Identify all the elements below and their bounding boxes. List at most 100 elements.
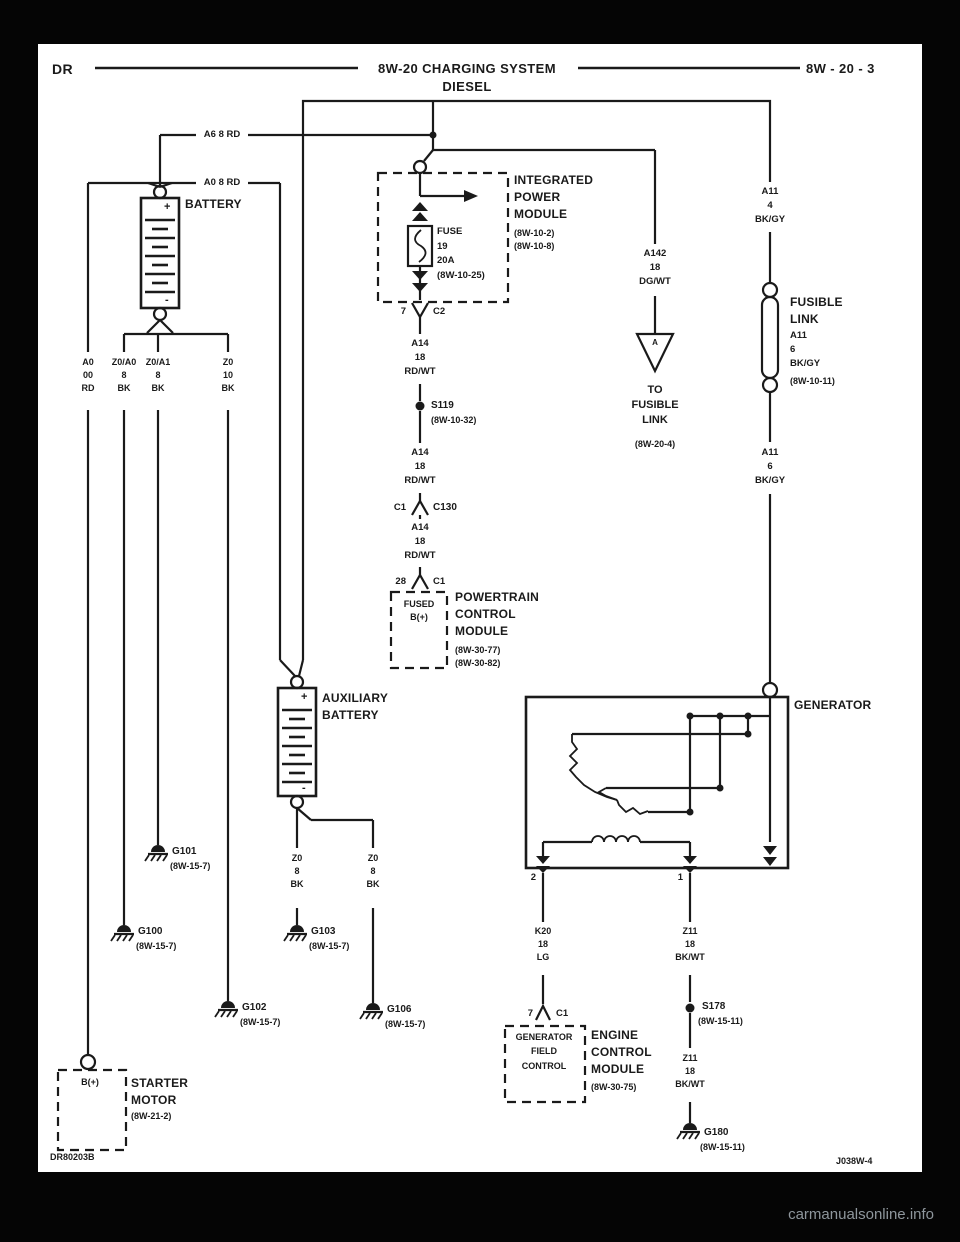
ecm-connector: C1 [556, 1008, 569, 1019]
wire-label-z010: Z0 10 BK [221, 357, 235, 394]
page-subtitle: DIESEL [442, 79, 492, 94]
starter-ref: (8W-21-2) [131, 1111, 172, 1121]
wire-label-a14-3: A14 18 RD/WT [404, 522, 436, 561]
ground-symbols [110, 845, 700, 1140]
offpage-triangle-icon [635, 332, 675, 374]
pcm-internal: FUSED B(+) [403, 599, 435, 623]
wire-a14 [411, 317, 429, 590]
battery-label: BATTERY [185, 197, 242, 211]
page-title: 8W-20 CHARGING SYSTEM [378, 61, 556, 76]
page-background [38, 44, 922, 1172]
wire-label-a6: A6 8 RD [203, 129, 241, 140]
splice-s119-ref: (8W-10-32) [431, 415, 477, 425]
connector-pcm-icon [411, 572, 429, 590]
pcm-name: POWERTRAIN CONTROL MODULE [455, 590, 539, 638]
ecm-internal: GENERATOR FIELD CONTROL [515, 1032, 573, 1071]
wire-bus [297, 99, 772, 677]
pcm-connector: C1 [433, 576, 446, 587]
wire-aux-grounds [295, 807, 375, 1003]
wire-label-z0-aux-left: Z0 8 BK [290, 853, 304, 890]
wire-label-k20: K20 18 LG [534, 926, 552, 963]
pcm-refs: (8W-30-77) (8W-30-82) [455, 645, 501, 668]
starter-name: STARTER MOTOR [131, 1076, 189, 1107]
c130-pin: C1 [393, 502, 406, 513]
page-number: 8W - 20 - 3 [806, 61, 875, 76]
ground-g100-name: G100 [138, 926, 163, 937]
wire-z11 [685, 873, 695, 1123]
starter-terminal: B(+) [81, 1077, 99, 1087]
generator-box [524, 695, 790, 873]
ground-g106-ref: (8W-15-7) [385, 1019, 426, 1029]
watermark: carmanualsonline.info [788, 1206, 934, 1223]
wire-label-z0a1: Z0/A1 8 BK [145, 357, 171, 394]
aux-battery-plates [282, 708, 312, 784]
c130-name: C130 [433, 502, 457, 513]
ground-g101-icon [144, 845, 168, 862]
diagram-code-left: DR80203B [50, 1152, 95, 1162]
stator-windings [568, 734, 649, 816]
wire-label-z0a0: Z0/A0 8 BK [111, 357, 137, 394]
offpage-ref: (8W-20-4) [634, 439, 676, 449]
wire-label-a11-bottom: A11 6 BK/GY [754, 447, 786, 486]
ground-g100-icon [110, 925, 134, 942]
fusible-link-wire: A11 6 BK/GY [790, 330, 821, 369]
ground-g102-ref: (8W-15-7) [240, 1017, 281, 1027]
ground-g106-name: G106 [387, 1004, 412, 1015]
wire-label-a11-top: A11 4 BK/GY [754, 186, 786, 225]
aux-battery-symbol [276, 674, 318, 810]
fusible-link-ref: (8W-10-11) [790, 376, 835, 386]
wire-k20 [535, 873, 551, 1021]
battery-minus: - [165, 294, 169, 306]
feed-arrow-icon [464, 190, 478, 202]
field-winding [541, 835, 692, 856]
connector-c130-icon [411, 498, 429, 516]
ipm-fuse-label: FUSE 19 20A (8W-10-25) [437, 226, 485, 282]
pcm-pin: 28 [395, 576, 406, 587]
ground-g180-ref: (8W-15-11) [700, 1142, 745, 1152]
ground-g100-ref: (8W-15-7) [136, 941, 177, 951]
splice-s119-icon [415, 401, 425, 411]
battery-symbol [139, 184, 181, 322]
wire-label-z11-lower: Z11 18 BK/WT [675, 1053, 705, 1090]
wire-battery-grounds [122, 319, 230, 1001]
fusible-link-name: FUSIBLE LINK [790, 295, 843, 326]
ground-g102-name: G102 [242, 1002, 267, 1013]
diagram-code-right: J038W-4 [836, 1156, 873, 1166]
pcm-box [389, 590, 449, 670]
ipm-refs: (8W-10-2) (8W-10-8) [514, 228, 555, 251]
wire-label-a14-2: A14 18 RD/WT [404, 447, 436, 486]
wire-label-a0: A0 00 RD [81, 357, 95, 394]
offpage-text: TO FUSIBLE LINK [631, 384, 679, 426]
offpage-letter: A [652, 338, 658, 347]
splice-s178-name: S178 [702, 1001, 726, 1012]
aux-battery-minus: - [302, 782, 306, 794]
aux-battery-label: AUXILIARY BATTERY [322, 691, 389, 722]
ground-g106-icon [359, 1003, 383, 1020]
splice-s119-name: S119 [431, 400, 454, 411]
generator-pin1: 1 [677, 872, 683, 883]
battery-plus: + [164, 201, 171, 213]
ipm-connector: C2 [433, 306, 446, 317]
wire-label-a0-horiz: A0 8 RD [203, 177, 241, 188]
generator-pin2: 2 [530, 872, 536, 883]
wire-label-a14-1: A14 18 RD/WT [404, 338, 436, 377]
wire-label-a142: A142 18 DG/WT [639, 248, 671, 287]
starter-box [56, 1053, 128, 1152]
battery-plates [145, 218, 175, 294]
wire-a142 [635, 150, 675, 374]
ecm-name: ENGINE CONTROL MODULE [591, 1028, 652, 1076]
ground-g103-icon [283, 925, 307, 942]
splice-s178-icon [685, 1003, 695, 1013]
wire-a0 [86, 181, 296, 1055]
ecm-box [503, 1024, 587, 1104]
ground-g103-name: G103 [311, 926, 336, 937]
wire-a11 [760, 232, 780, 699]
ground-g101-ref: (8W-15-7) [170, 861, 211, 871]
generator-name: GENERATOR [794, 698, 872, 712]
aux-battery-plus: + [301, 691, 308, 703]
ecm-pin: 7 [527, 1008, 533, 1019]
wire-a6 [158, 133, 433, 186]
ground-g102-icon [214, 1001, 238, 1018]
